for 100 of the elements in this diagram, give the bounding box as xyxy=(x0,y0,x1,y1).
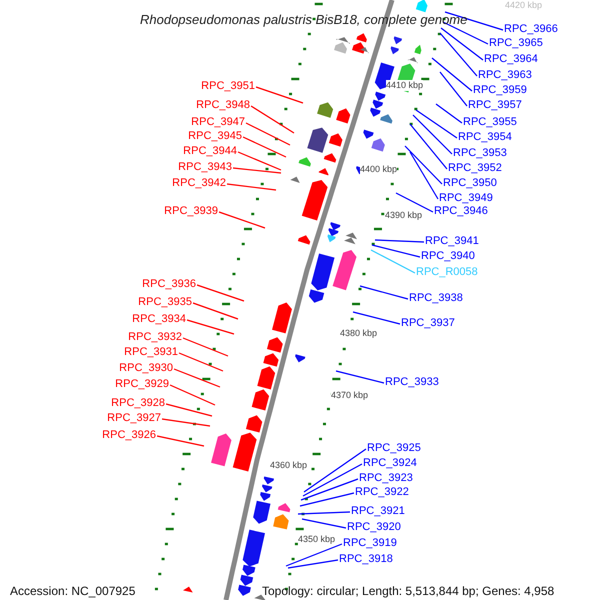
gene-label: RPC_3965 xyxy=(489,37,543,50)
leader-line xyxy=(440,28,484,60)
title: Rhodopseudomonas palustris BisB18, complete genome xyxy=(140,12,468,27)
scale-label: 4350 kbp xyxy=(298,534,336,545)
leader-line xyxy=(226,183,276,191)
gene-label: RPC_3920 xyxy=(347,521,401,534)
gene-label: RPC_3953 xyxy=(453,147,507,160)
gene-label: RPC_3930 xyxy=(119,362,173,375)
scale-label: 4420 kbp xyxy=(505,0,542,11)
scale-label: 4380 kbp xyxy=(340,328,378,339)
leader-line xyxy=(242,136,286,158)
gene-label: RPC_3937 xyxy=(401,317,455,330)
leader-line xyxy=(360,285,408,300)
gene-label: RPC_3957 xyxy=(468,99,522,112)
gene-label: RPC_3922 xyxy=(355,486,409,499)
gene-label: RPC_3932 xyxy=(128,331,182,344)
leader-line xyxy=(182,337,228,357)
leader-line xyxy=(404,146,442,184)
leader-line xyxy=(396,192,434,213)
leader-line xyxy=(432,58,472,92)
gene-label: RPC_3938 xyxy=(409,292,463,305)
leader-line xyxy=(416,110,458,138)
gene-label: RPC_3947 xyxy=(191,116,245,129)
scale-label: 4360 kbp xyxy=(270,460,308,471)
gene-label: RPC_3952 xyxy=(448,162,502,175)
gene-label: RPC_3935 xyxy=(138,296,192,309)
leader-line xyxy=(170,384,216,406)
leader-line xyxy=(192,302,238,320)
gene-label: RPC_3921 xyxy=(351,505,405,518)
gene-label: RPC_3931 xyxy=(124,346,178,359)
leader-line xyxy=(232,167,282,174)
leader-line xyxy=(300,492,354,507)
scale-label: 4410 kbp xyxy=(386,80,424,91)
gene-label: RPC_3924 xyxy=(363,457,417,470)
gene-label: RPC_3926 xyxy=(102,429,156,442)
gene-label: RPC_3963 xyxy=(478,69,532,82)
gene-label: RPC_3955 xyxy=(463,116,517,129)
leader-line xyxy=(218,211,266,229)
gene-label: RPC_3918 xyxy=(339,553,393,566)
leader-line xyxy=(442,21,488,45)
leader-line xyxy=(374,239,424,243)
leader-line xyxy=(286,543,342,567)
gene-label: RPC_3948 xyxy=(196,99,250,112)
leader-line xyxy=(410,124,448,170)
gene-label: RPC_3959 xyxy=(473,84,527,97)
scale-label: 4400 kbp xyxy=(360,164,398,175)
leader-line xyxy=(409,152,439,200)
leader-line xyxy=(256,86,304,104)
scale-label: 4390 kbp xyxy=(385,210,422,221)
leader-line xyxy=(174,368,220,388)
genome-info-text: Topology: circular; Length: 5,513,844 bp; Genes: 4,958 xyxy=(262,584,554,598)
leader-line xyxy=(444,11,504,31)
leader-line xyxy=(186,319,234,335)
gene-label: RPC_3945 xyxy=(188,130,242,143)
leader-line xyxy=(302,463,362,497)
leader-line xyxy=(302,518,346,529)
gene-label: RPC_3964 xyxy=(484,53,538,66)
leader-line xyxy=(250,106,294,134)
gene-label: RPC_3929 xyxy=(115,378,169,391)
gene-label: RPC_3966 xyxy=(504,23,558,36)
leader-line xyxy=(412,114,452,154)
leader-line xyxy=(370,249,416,274)
leader-line xyxy=(196,284,244,302)
gene-label: RPC_3946 xyxy=(434,205,488,218)
gene-label: RPC_R0058 xyxy=(416,266,478,279)
gene-label: RPC_3942 xyxy=(172,177,226,190)
leader-line xyxy=(162,418,210,427)
leader-line xyxy=(288,559,338,569)
leader-line xyxy=(166,403,212,417)
gene-label: RPC_3950 xyxy=(443,177,497,190)
gene-label: RPC_3936 xyxy=(142,278,196,291)
leader-line xyxy=(298,511,350,515)
gene-label: RPC_3927 xyxy=(107,412,161,425)
leader-line xyxy=(372,244,420,258)
scale-label: 4370 kbp xyxy=(331,390,368,401)
gene-label: RPC_3943 xyxy=(178,161,232,174)
gene-label: RPC_3919 xyxy=(343,537,397,550)
gene-label: RPC_3923 xyxy=(359,472,413,485)
leader-line xyxy=(440,72,468,106)
leader-line xyxy=(352,311,400,325)
gene-label: RPC_3933 xyxy=(385,376,439,389)
leader-line xyxy=(156,435,204,447)
gene-label: RPC_3949 xyxy=(439,192,493,205)
leader-line xyxy=(300,478,358,501)
gene-label: RPC_3934 xyxy=(132,313,186,326)
leader-line xyxy=(178,352,224,372)
gene-label: RPC_3928 xyxy=(111,397,165,410)
leader-line xyxy=(246,122,290,146)
gene-label: RPC_3951 xyxy=(201,80,255,93)
leader-line xyxy=(336,370,384,384)
accession-text: Accession: NC_007925 xyxy=(10,584,136,598)
leader-line xyxy=(440,32,478,76)
leader-line xyxy=(436,104,462,124)
gene-label: RPC_3939 xyxy=(164,205,218,218)
gene-label: RPC_3941 xyxy=(425,235,479,248)
gene-label: RPC_3940 xyxy=(421,250,475,263)
leader-line xyxy=(304,448,366,492)
gene-label: RPC_3925 xyxy=(367,442,421,455)
leader-line xyxy=(238,151,282,171)
gene-label: RPC_3944 xyxy=(183,145,237,158)
